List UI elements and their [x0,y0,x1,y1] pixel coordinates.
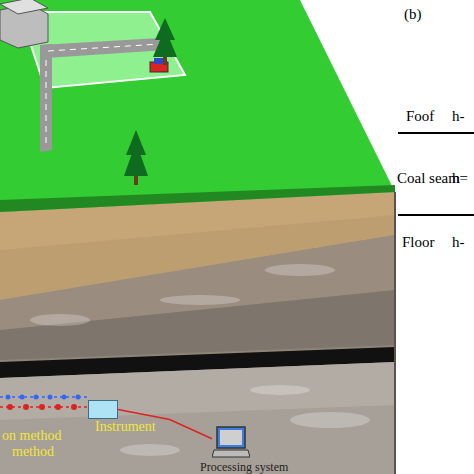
floor-rock-shade [0,405,395,474]
red-sensors [7,404,77,410]
method-label: method [12,444,54,460]
thickness-label: h- [452,234,465,251]
block-edge [394,192,396,474]
blue-sensors [6,395,81,400]
ground-edge [0,185,395,212]
road-marking [46,60,47,148]
layer-name: Floor [402,234,435,251]
thickness-label: h- [452,108,465,125]
road [40,44,52,152]
floor-rock [0,362,395,474]
car-window [154,58,164,64]
method-label: on method [2,428,62,444]
panel-letter: (b) [404,6,422,23]
tree [124,130,148,185]
sensor-line [0,396,88,398]
instrument-box: Instrument [88,400,118,419]
signal-cable [118,410,212,439]
building-roof [0,0,48,14]
layer-name: Foof [406,108,434,125]
road [40,38,166,58]
layer-name: Coal seam [397,170,460,187]
thickness-label: h= [452,170,468,187]
node-label: Processing system [200,460,288,474]
rock-texture [30,264,370,456]
road-marking [48,44,160,51]
laptop-symbol [212,426,250,458]
layer-rule [398,132,474,134]
processing-laptop: Processing system [212,426,250,458]
layer-rule [398,214,474,216]
ground-surface [0,0,395,212]
rock-face [0,192,395,474]
node-label: Instrument [95,419,156,435]
tree [153,18,177,65]
